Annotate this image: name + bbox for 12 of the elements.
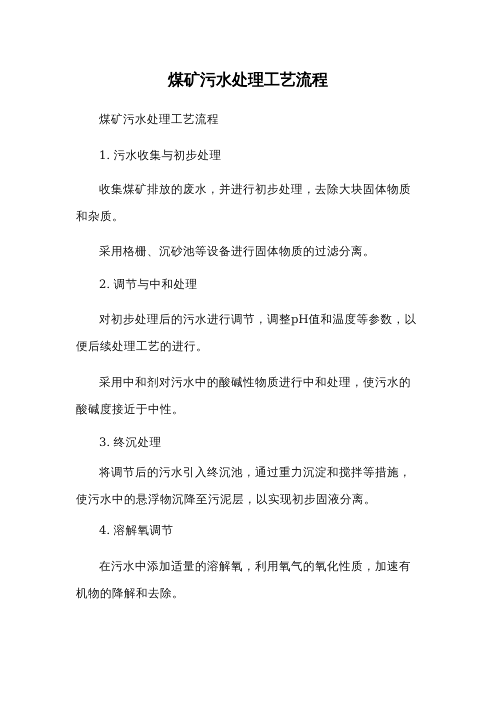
paragraph: 收集煤矿排放的废水，并进行初步处理，去除大块固体物质和杂质。: [76, 181, 412, 225]
section-heading: 4. 溶解氧调节: [98, 522, 175, 539]
paragraph: 采用格栅、沉砂池等设备进行固体物质的过滤分离。: [98, 243, 376, 260]
paragraph: 在污水中添加适量的溶解氧，利用氧气的氧化性质，加速有机物的降解和去除。: [76, 558, 412, 602]
subtitle: 煤矿污水处理工艺流程: [98, 111, 220, 128]
document-title: 煤矿污水处理工艺流程: [166, 70, 329, 90]
section-heading: 2. 调节与中和处理: [98, 276, 199, 293]
paragraph: 采用中和剂对污水中的酸碱性物质进行中和处理，使污水的酸碱度接近于中性。: [76, 374, 412, 418]
paragraph: 对初步处理后的污水进行调节，调整pH值和温度等参数，以便后续处理工艺的进行。: [76, 311, 418, 355]
section-heading: 3. 终沉处理: [98, 434, 163, 451]
section-heading: 1. 污水收集与初步处理: [98, 147, 223, 164]
paragraph: 将调节后的污水引入终沉池，通过重力沉淀和搅拌等措施，使污水中的悬浮物沉降至污泥层，以实现初步固液分离。: [76, 464, 412, 508]
